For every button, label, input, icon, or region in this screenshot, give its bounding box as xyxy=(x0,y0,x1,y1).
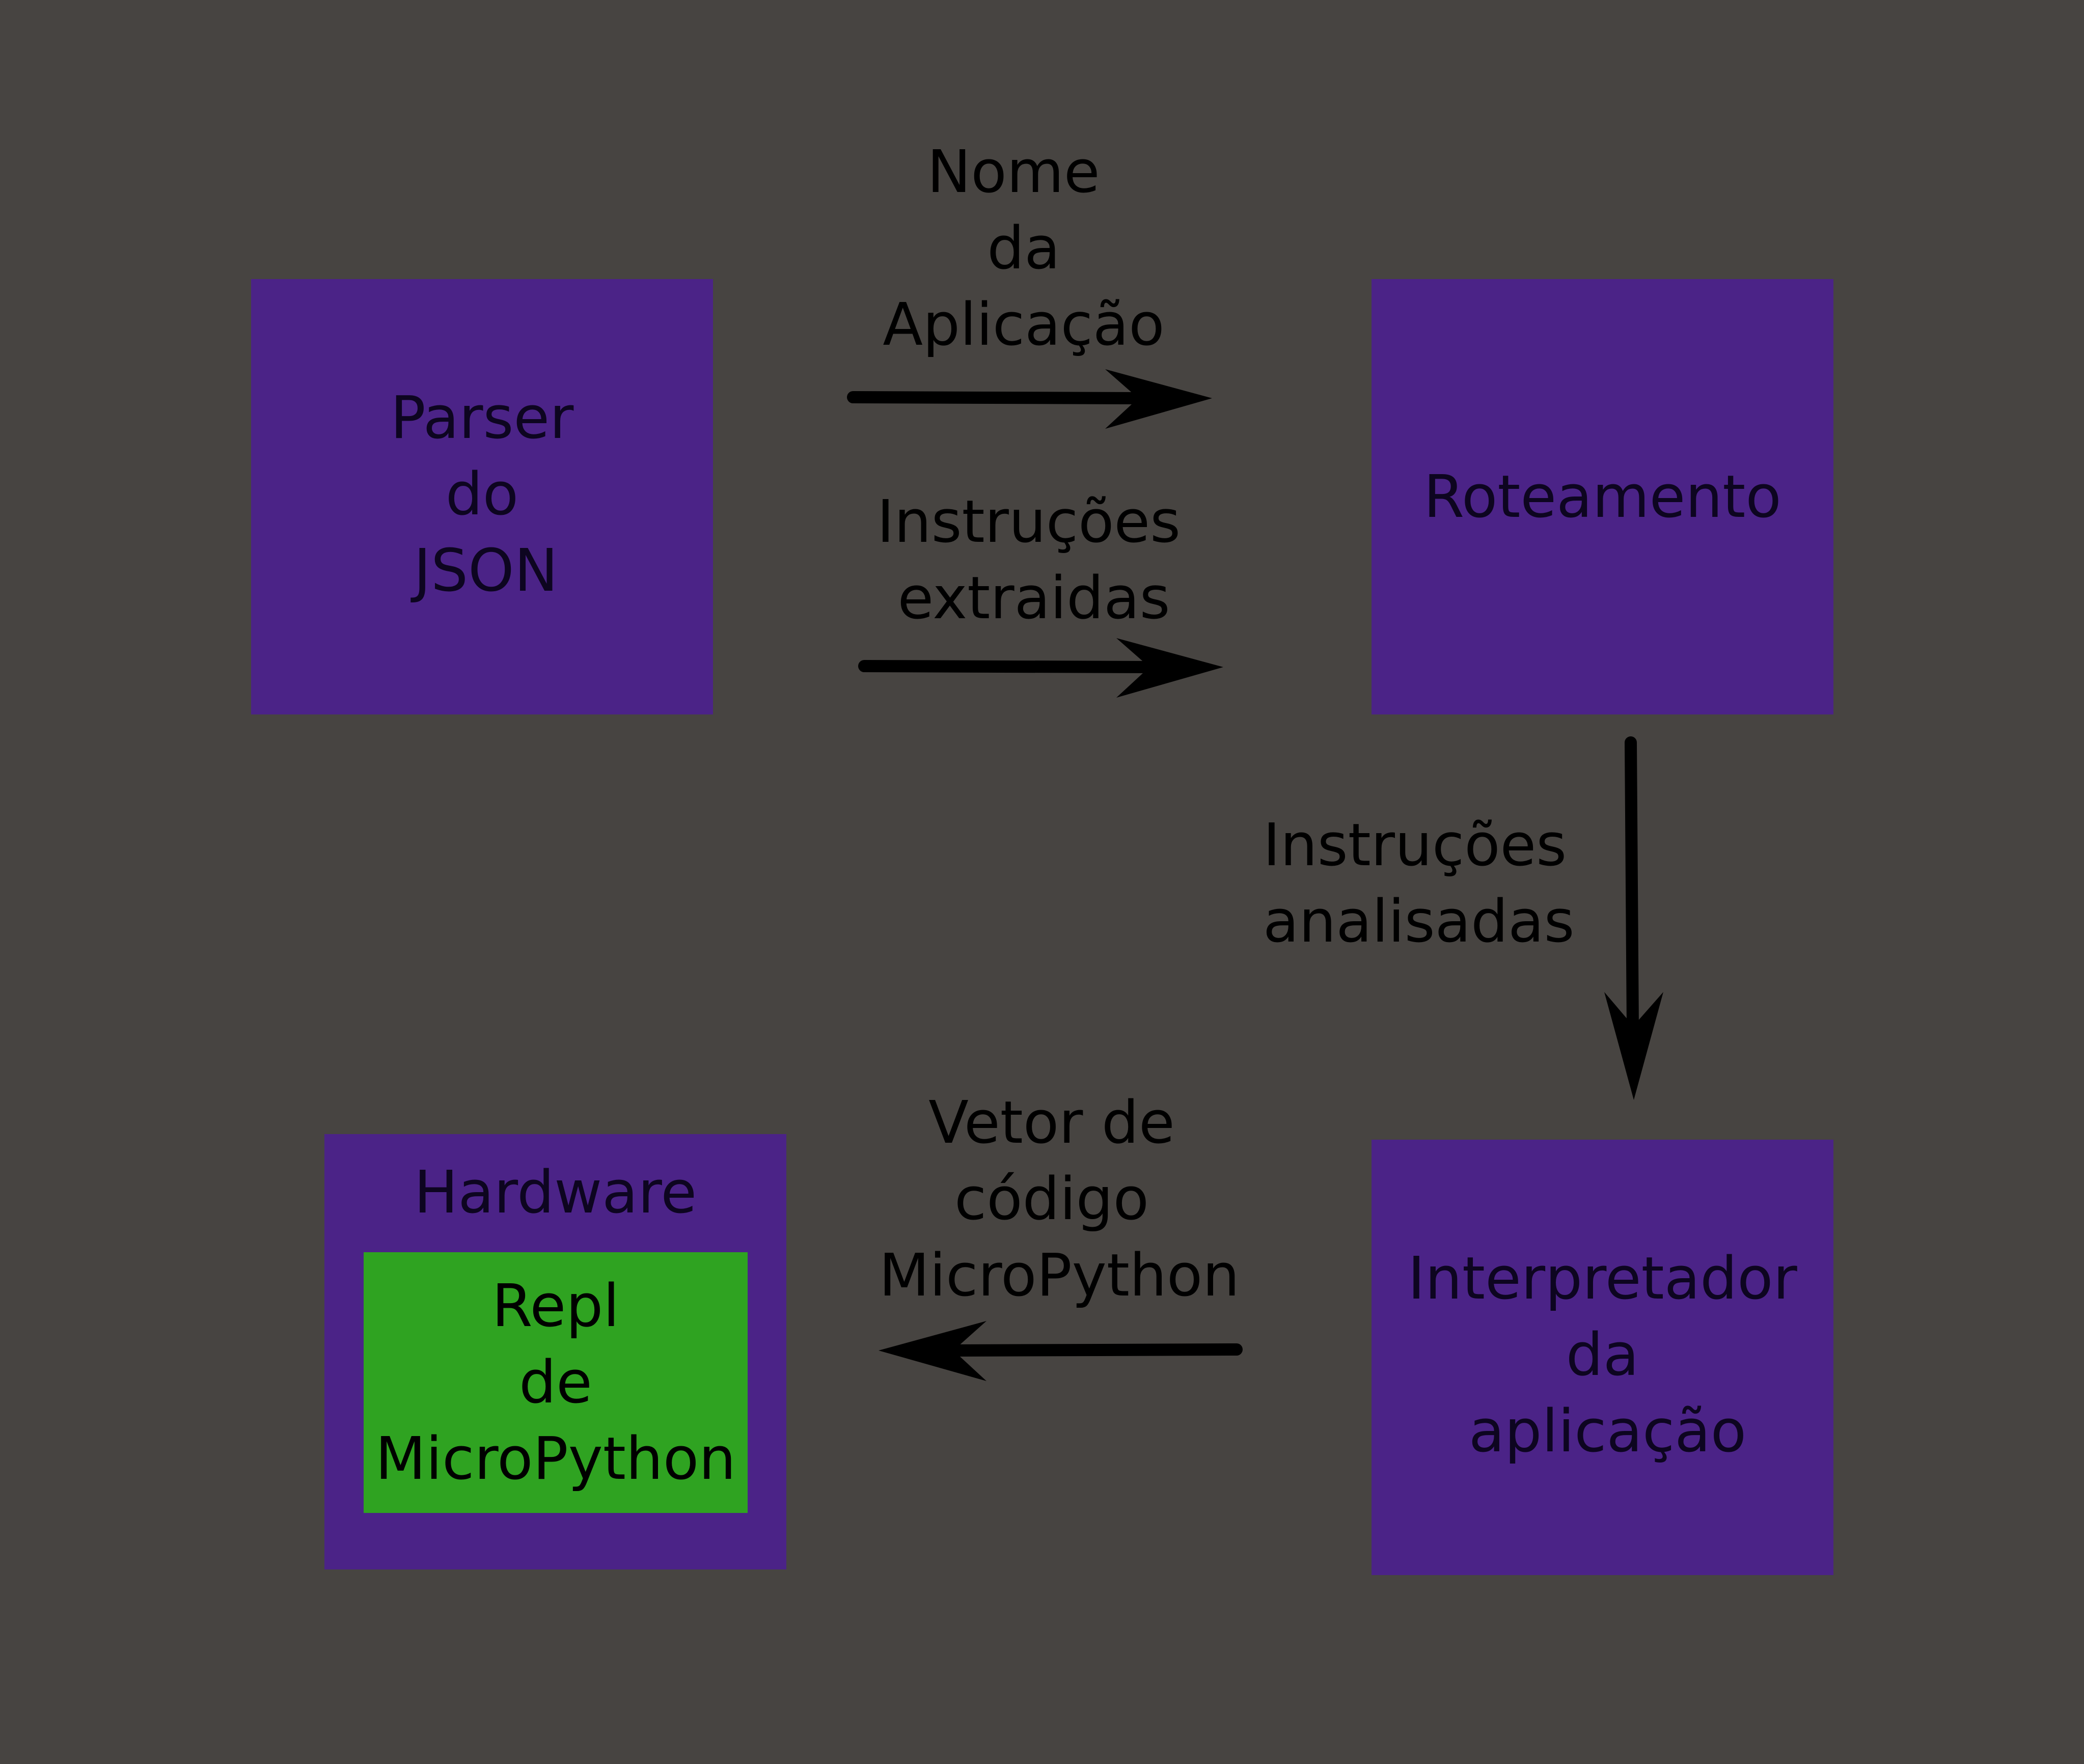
vetor-line-3: MicroPython xyxy=(879,1242,1240,1310)
node-parser-json-label: Parser do JSON xyxy=(251,279,713,714)
parser-line-1: Parser xyxy=(390,383,574,452)
parser-line-3: JSON xyxy=(414,536,558,605)
analisadas-line-1: Instruções xyxy=(1263,811,1567,879)
edge-label-instrucoes-extraidas: Instruções extraidas xyxy=(835,484,1222,637)
node-roteamento: Roteamento xyxy=(1372,279,1833,714)
vetor-line-1: Vetor de xyxy=(928,1089,1175,1157)
nome-line-2: da xyxy=(987,214,1060,283)
node-repl-micropython: Repl de MicroPython xyxy=(364,1252,748,1513)
arrow-instrucoes-analisadas xyxy=(1604,736,1663,1100)
analisadas-line-2: analisadas xyxy=(1263,888,1575,956)
repl-line-1: Repl xyxy=(491,1272,620,1340)
node-hardware: Hardware Repl de MicroPython xyxy=(324,1134,786,1569)
edge-label-instrucoes-analisadas: Instruções analisadas xyxy=(1263,807,1609,960)
vetor-line-2: código xyxy=(954,1165,1149,1233)
nome-line-1: Nome xyxy=(927,138,1100,206)
interpretador-line-3: aplicação xyxy=(1468,1397,1747,1466)
extraidas-line-2: extraidas xyxy=(897,564,1170,632)
node-roteamento-label: Roteamento xyxy=(1372,279,1833,714)
roteamento-line-1: Roteamento xyxy=(1423,462,1781,531)
repl-line-3: MicroPython xyxy=(375,1425,736,1493)
repl-line-2: de xyxy=(519,1348,592,1417)
edge-label-nome-aplicacao: Nome da Aplicação xyxy=(835,134,1212,363)
arrow-instrucoes-extraidas xyxy=(858,638,1223,698)
edge-label-vetor-codigo: Vetor de código MicroPython xyxy=(856,1085,1263,1314)
hardware-title: Hardware xyxy=(414,1159,697,1227)
interpretador-line-2: da xyxy=(1566,1320,1639,1389)
node-repl-label: Repl de MicroPython xyxy=(364,1252,748,1513)
nome-line-3: Aplicação xyxy=(883,291,1165,359)
node-interpretador-label: Interpretador da aplicação xyxy=(1372,1140,1833,1575)
interpretador-line-1: Interpretador xyxy=(1408,1244,1797,1313)
arrow-nome-aplicacao xyxy=(847,369,1212,429)
extraidas-line-1: Instruções xyxy=(876,488,1181,556)
node-interpretador: Interpretador da aplicação xyxy=(1372,1140,1833,1575)
arrow-vetor-codigo xyxy=(879,1321,1243,1381)
node-parser-json: Parser do JSON xyxy=(251,279,713,714)
parser-line-2: do xyxy=(445,460,519,529)
